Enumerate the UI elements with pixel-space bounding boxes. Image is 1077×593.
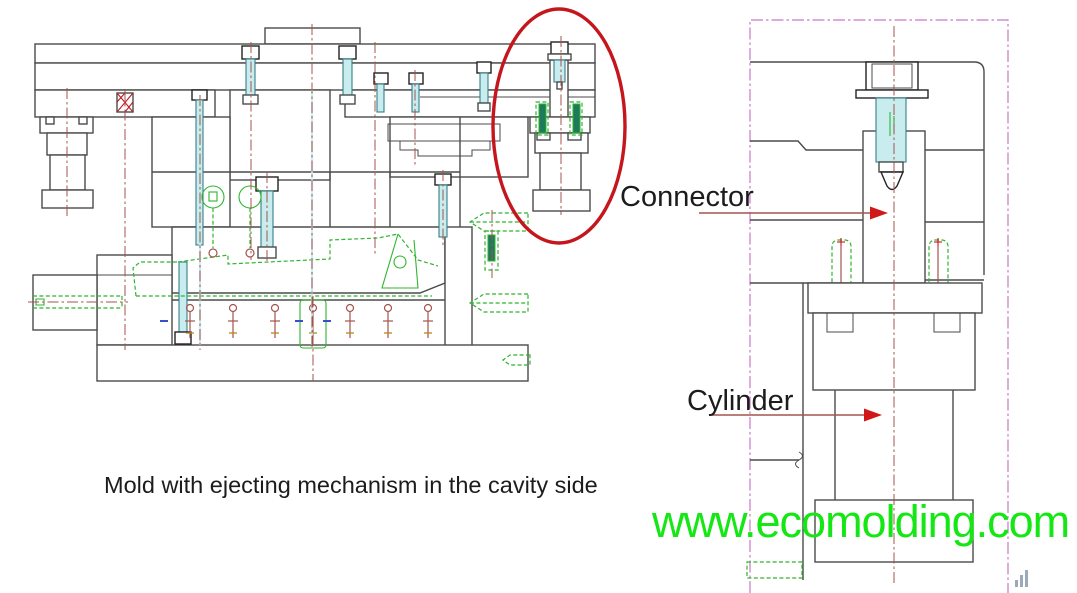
sprue-inlet (28, 295, 128, 309)
left-pedestal (39, 116, 94, 209)
detail-plates (750, 61, 985, 580)
ejector-pin (228, 303, 238, 338)
cylinder-block (807, 282, 983, 563)
highlight-ellipse (491, 7, 627, 245)
detail-green-slot (746, 561, 803, 579)
main-mold-cross-section (28, 24, 596, 382)
side-screws (468, 212, 531, 366)
ejector-pin (345, 303, 355, 338)
connector-arrow (699, 206, 888, 220)
ejector-pin (423, 303, 433, 338)
corner-marks (1015, 570, 1028, 587)
ejector-pin (270, 303, 280, 338)
caption-text: Mold with ejecting mechanism in the cavi… (104, 472, 598, 498)
hatched-insert (387, 123, 501, 157)
website-watermark: www.ecomolding.com (652, 496, 1070, 547)
detail-bolt (855, 61, 929, 191)
ejector-pin (383, 303, 393, 338)
detail-border (749, 19, 1009, 593)
cavity-part-profile (132, 185, 439, 297)
connector-label: Connector (620, 181, 754, 213)
cylinder-label: Cylinder (687, 385, 794, 417)
centerlines (66, 24, 562, 381)
ejector-pin (185, 303, 195, 338)
detail-view (746, 19, 1028, 593)
ejector-pins (160, 299, 433, 349)
cylinder-arrow (712, 408, 882, 422)
